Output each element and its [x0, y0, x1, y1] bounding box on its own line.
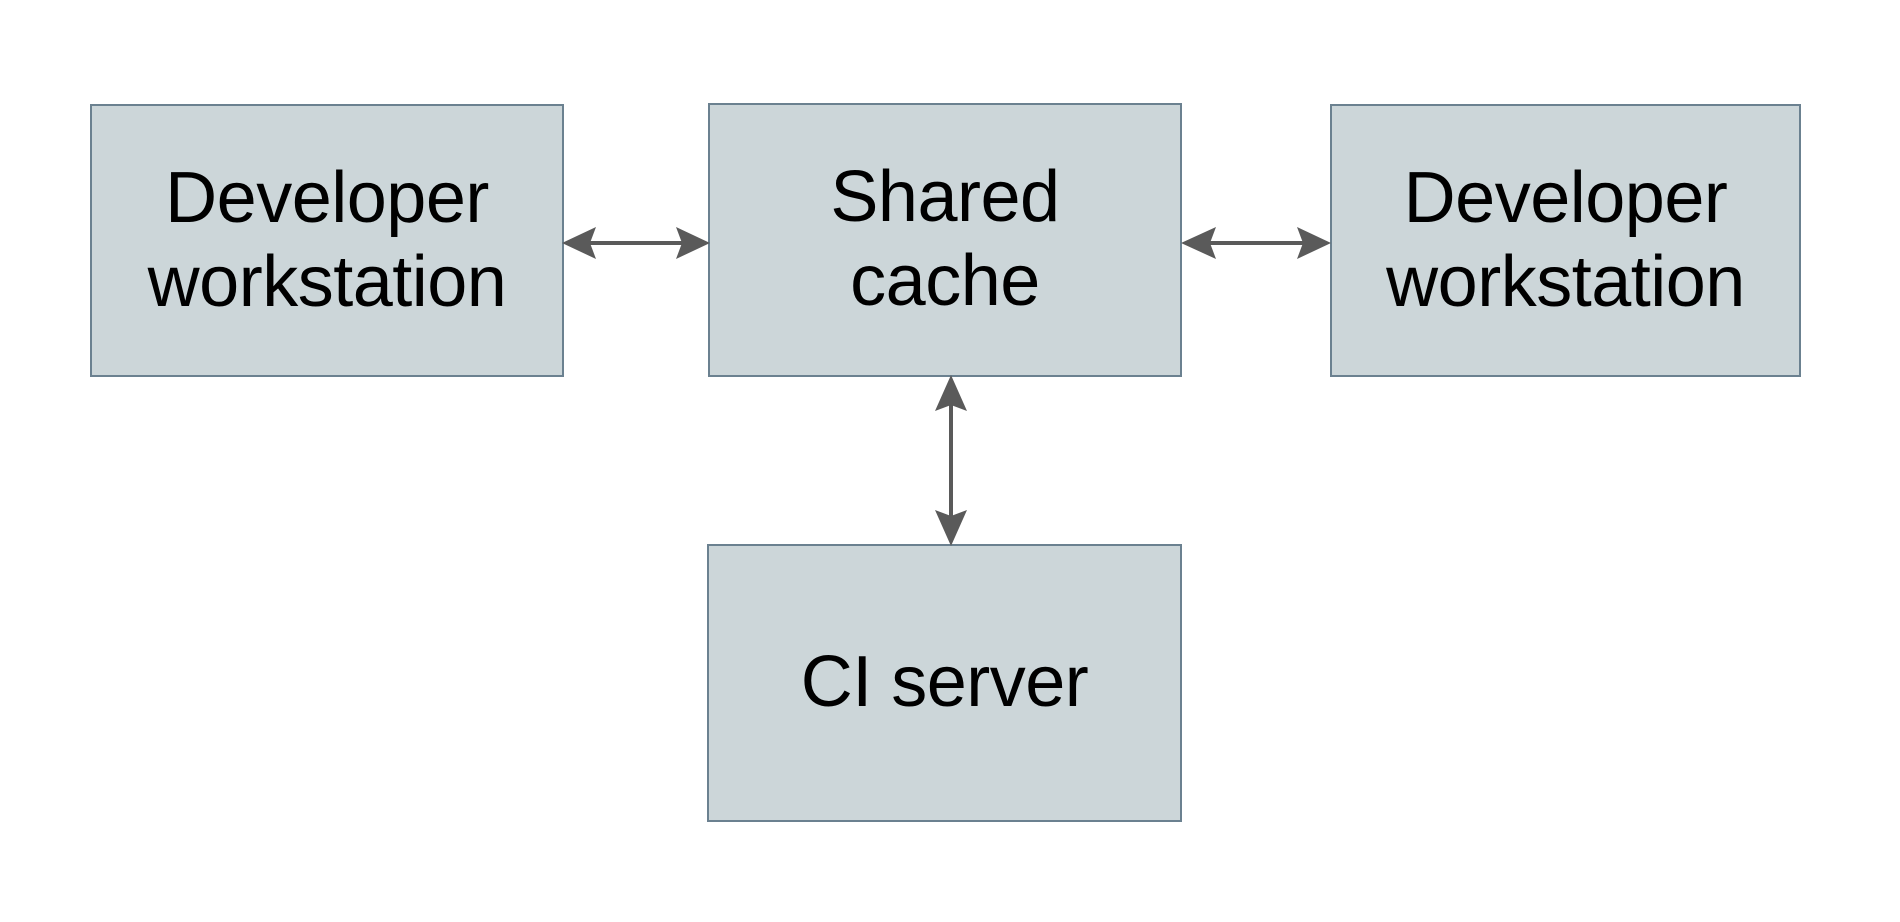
- node-shared-cache[interactable]: Shared cache: [708, 103, 1182, 377]
- node-label: Developer workstation: [147, 157, 507, 322]
- node-label: Developer workstation: [1386, 157, 1745, 322]
- double-arrow-icon: [935, 375, 967, 546]
- node-label: CI server: [800, 642, 1089, 723]
- node-label: Shared cache: [830, 157, 1060, 321]
- node-developer-workstation-right[interactable]: Developer workstation: [1330, 104, 1801, 377]
- double-arrow-icon: [1181, 227, 1331, 259]
- double-arrow-icon: [562, 227, 710, 259]
- edge-shared-cache-to-ci-server[interactable]: [920, 373, 982, 548]
- edge-shared-cache-to-developer-right[interactable]: [1178, 212, 1334, 274]
- node-ci-server[interactable]: CI server: [707, 544, 1182, 822]
- node-developer-workstation-left[interactable]: Developer workstation: [90, 104, 564, 377]
- edge-developer-left-to-shared-cache[interactable]: [560, 212, 712, 274]
